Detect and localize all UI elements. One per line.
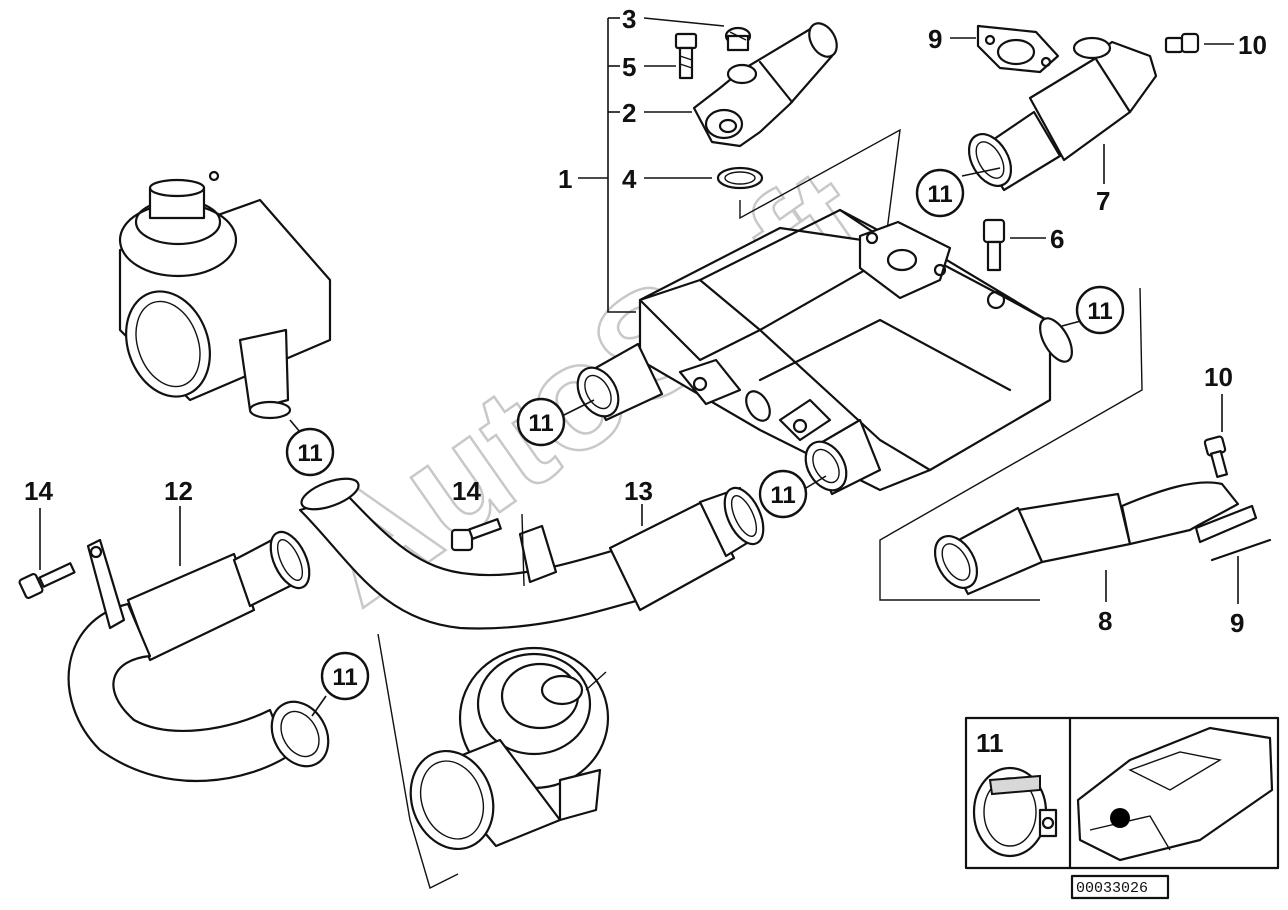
callout-11-c: 11 [516,397,595,447]
part-7-pipe [967,36,1158,192]
part-8-pipe [933,481,1258,596]
part-5-bolt [674,32,698,80]
part-9-gasket-top [976,24,1060,74]
inset-panel: 11 [964,716,1280,870]
label-part-12: 12 [164,476,193,506]
label-part-3: 3 [622,4,636,34]
svg-text:11: 11 [927,181,952,208]
label-part-10-top: 10 [1238,30,1267,60]
svg-text:11: 11 [332,664,357,691]
label-part-14-left: 14 [24,476,53,506]
label-part-13: 13 [624,476,653,506]
label-part-9-top: 9 [928,24,942,54]
inset-label-11: 11 [976,728,1004,758]
part-14-bolt-left [18,562,76,599]
part-6-bolt [982,218,1006,272]
part-13-pipe [298,477,765,630]
svg-text:11: 11 [528,410,553,437]
label-part-4: 4 [622,164,637,194]
label-part-7: 7 [1096,186,1110,216]
callout-11-f: 11 [311,651,370,717]
part-12-pipe [67,530,330,783]
label-part-8: 8 [1098,606,1112,636]
callout-11-e: 11 [285,419,335,477]
label-part-9-right: 9 [1230,608,1244,638]
part-10-bolt-right [1203,435,1229,478]
part-3-screw-plug [724,26,752,52]
egr-valve-upper [118,170,332,420]
label-part-14-mid: 14 [452,476,481,506]
callout-11-d: 11 [758,469,827,519]
svg-text:11: 11 [770,482,795,509]
part-2-valve-housing [692,22,838,148]
label-part-6: 6 [1050,224,1064,254]
part-4-o-ring [716,166,764,190]
part-1-egr-cooler [576,208,1073,496]
label-part-5: 5 [622,52,636,82]
label-part-2: 2 [622,98,636,128]
part-9-gasket-right [1210,538,1272,562]
svg-text:11: 11 [1087,298,1112,325]
egr-valve-lower [409,646,610,851]
label-part-1: 1 [558,164,572,194]
svg-text:11: 11 [297,440,322,467]
callout-11-a: 11 [915,167,1001,218]
inset-clamp-illustration [972,766,1058,858]
callout-bracket-1 [578,17,636,313]
callout-11-b: 11 [1061,285,1125,335]
label-part-10-right: 10 [1204,362,1233,392]
drawing-code: 00033026 [1076,880,1148,897]
part-14-bolt-mid [450,518,502,552]
inset-car-illustration [1076,726,1274,862]
part-10-bolt-top [1164,32,1200,54]
drawing-code-box [1070,874,1170,900]
